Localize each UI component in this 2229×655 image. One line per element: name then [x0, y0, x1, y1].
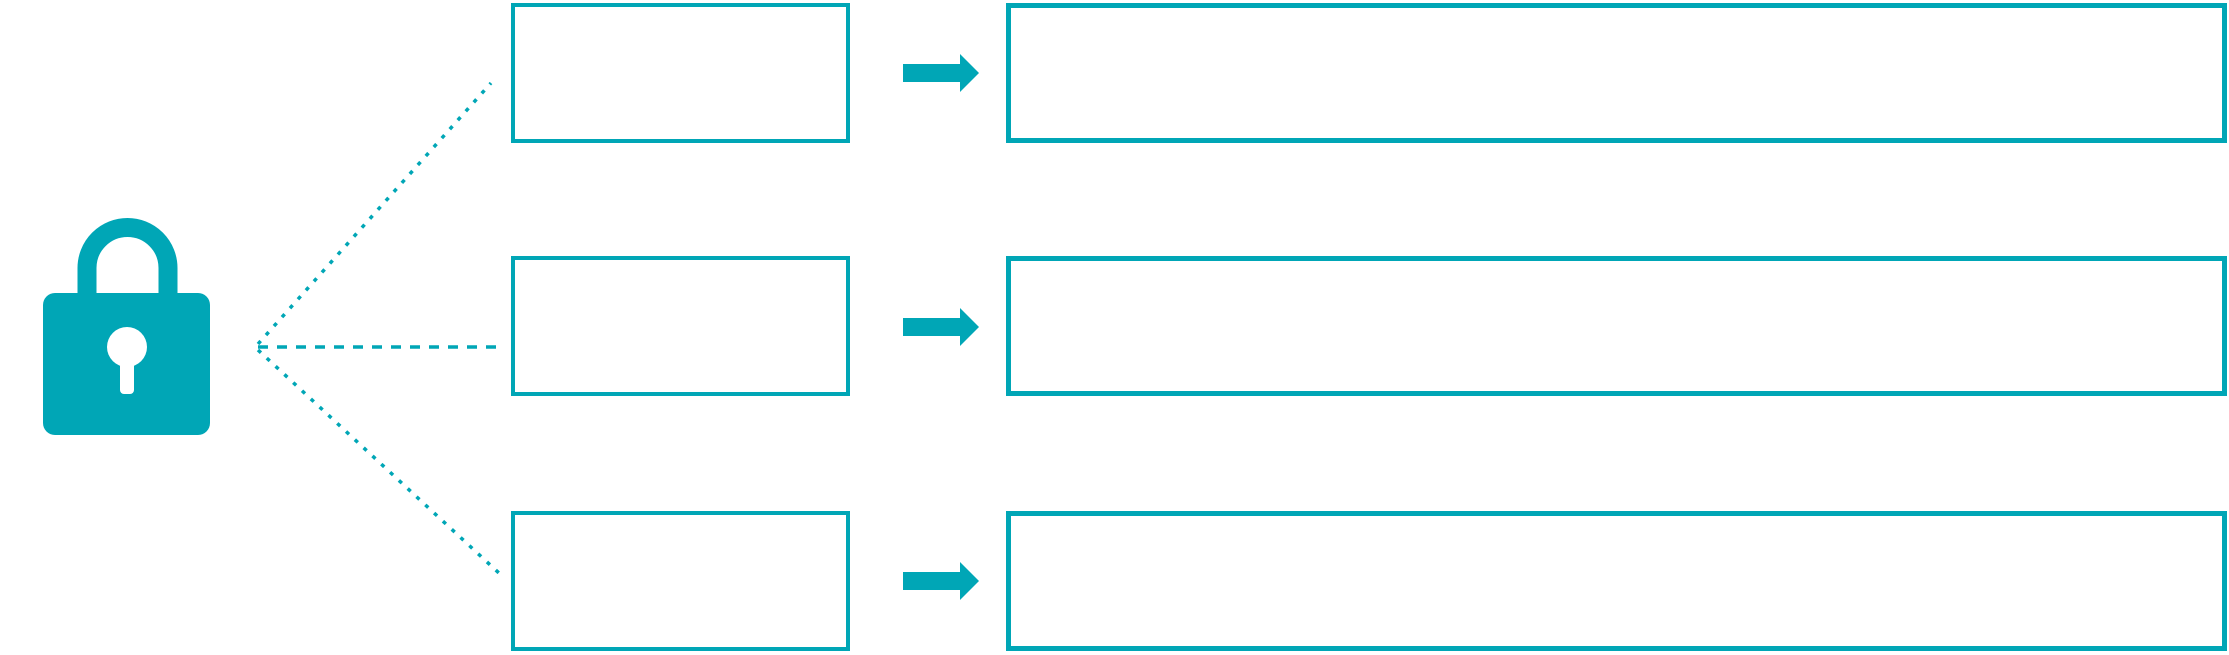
lock-shackle — [77, 218, 178, 299]
right-arrow-icon — [903, 308, 979, 346]
branch-2-large-box — [1006, 256, 2227, 396]
lock-keyhole-stem — [120, 347, 134, 394]
branch-1-small-box — [511, 3, 850, 143]
branch-3-large-box — [1006, 511, 2227, 651]
connector-line-bottom — [256, 348, 502, 576]
branch-1-large-box — [1006, 3, 2227, 143]
right-arrow-icon — [903, 54, 979, 92]
branch-2-small-box — [511, 256, 850, 396]
branch-3-small-box — [511, 511, 850, 651]
right-arrow-icon — [903, 562, 979, 600]
lock-icon-svg — [43, 218, 210, 435]
connector-line-top — [256, 81, 493, 346]
lock-icon — [35, 207, 215, 442]
